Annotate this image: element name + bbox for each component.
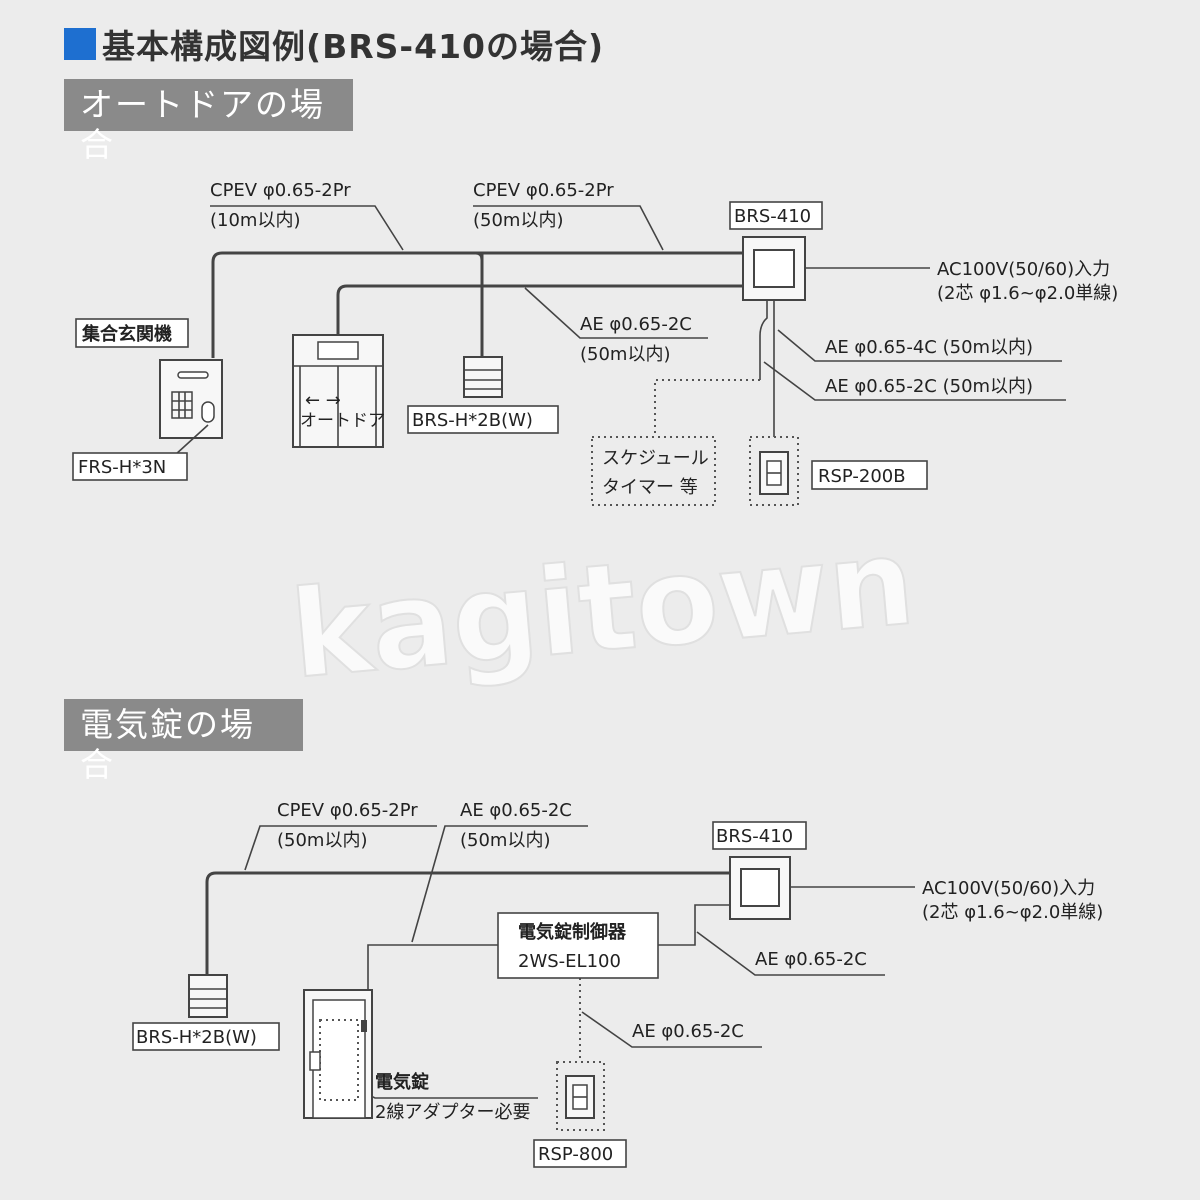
auto-door-diagram: BRS-410 集合玄関機 FRS-H*3N ← → オートドア BRS-H*2… [72,180,1118,506]
wire-cpev-lock [205,871,730,975]
frs-button [201,401,215,423]
lock-door-inner-dotted [319,1019,359,1101]
controller-box [497,912,659,979]
wire-ae-lock [367,944,498,990]
brs410-label-box [729,201,823,230]
ac-input-line1: AC100V(50/60)入力 [937,259,1110,280]
auto-door-arrows: ← → [305,390,341,411]
brs410-label: BRS-410 [734,206,811,227]
ae-mid-line2: (50m以内) [580,344,670,365]
auto-door-label: オートドア [300,411,385,431]
wire-schedule-riser [759,300,768,380]
door-handle-icon [361,1020,367,1032]
rsp800-outline [556,1061,605,1131]
leader-frs [174,424,209,456]
rsp800-label: RSP-800 [538,1144,613,1165]
cpev-left-line2: (10m以内) [210,210,300,231]
leader-ae-lock [411,825,460,943]
brs410-lock-label-box [712,821,807,850]
watermark: kagitown [286,513,920,706]
lock-door-panel [312,999,366,1119]
wire-cpev-top [211,251,745,358]
electric-lock-diagram: BRS-410 電気錠制御器 2WS-EL100 BRS-H*2B(W) RSP… [132,800,1103,1168]
brs-h-label-box [407,405,559,434]
ae-lock-top-line2: (50m以内) [460,830,550,851]
cpev-right-line1: CPEV φ0.65-2Pr [473,180,614,201]
wire-schedule-dotted [654,379,760,437]
leader-cpev-lock [244,825,277,871]
section-banner-electric-lock: 電気錠の場合 [64,699,303,784]
page-title-text: 基本構成図例(BRS-410の場合) [102,27,605,66]
cpev-right-line2: (50m以内) [473,210,563,231]
leader-ae-4c [777,329,1062,362]
ae-4c-label: AE φ0.65-4C (50m以内) [825,337,1033,358]
ae-2c-label: AE φ0.65-2C (50m以内) [825,376,1033,397]
brs-h-label: BRS-H*2B(W) [412,410,533,431]
frs-keypad-icon [171,391,193,419]
brs410-lock-device-face [740,868,780,907]
rsp200b-label-box [811,460,928,490]
page-title: 基本構成図例(BRS-410の場合) [64,20,604,68]
brs-h-lock-device [188,974,228,1018]
ac-input-line2: (2芯 φ1.6~φ2.0単線) [937,283,1118,304]
ae-lock-bottom-label: AE φ0.65-2C [632,1021,744,1042]
leader-ae-mid [524,287,708,339]
leader-ae-bottom [581,1011,762,1048]
auto-door-panels [293,365,383,447]
ae-mid-line1: AE φ0.65-2C [580,314,692,335]
wire-controller-brs [658,904,730,946]
auto-door-sensor [317,341,359,360]
leader-cpev-left [210,205,404,251]
controller-line1: 電気錠制御器 [518,921,627,943]
blue-square-icon [64,28,96,60]
cpev-lock-line1: CPEV φ0.65-2Pr [277,800,418,821]
cpev-lock-line2: (50m以内) [277,830,367,851]
lock-icon [309,1051,321,1071]
leader-cpev-right [473,205,664,251]
rsp800-label-box [533,1139,627,1168]
wire-junction [475,251,484,261]
controller-line2: 2WS-EL100 [518,951,621,972]
cpev-left-line1: CPEV φ0.65-2Pr [210,180,351,201]
frs-label: FRS-H*3N [78,457,166,478]
rsp200b-label: RSP-200B [818,466,906,487]
brs-h-lock-device-lines [189,988,227,1009]
schedule-line1: スケジュール [602,448,709,469]
section-banner-auto-door: オートドアの場合 [64,79,353,164]
entrance-unit-label-box [75,318,189,348]
ac-input-lock-line1: AC100V(50/60)入力 [922,878,1095,899]
schedule-line2: タイマー 等 [602,477,698,498]
wire-ae-door [336,284,745,335]
lock-line2: 2線アダプター必要 [375,1102,530,1123]
ac-input-lock-line2: (2芯 φ1.6~φ2.0単線) [922,902,1103,923]
frs-keypad-grid [172,392,192,418]
rsp200b-outline [749,436,799,506]
leader-ae-right [696,931,885,976]
entrance-unit-label: 集合玄関機 [81,323,172,345]
brs-h-lock-label: BRS-H*2B(W) [136,1027,257,1048]
ae-lock-right-label: AE φ0.65-2C [755,949,867,970]
brs410-device-face [753,249,795,288]
brs-h-lock-label-box [132,1022,280,1051]
lock-line1: 電気錠 [375,1071,429,1093]
brs-h-device [463,356,503,398]
ae-lock-top-line1: AE φ0.65-2C [460,800,572,821]
frs-label-box [72,452,188,481]
leader-ae-2c [763,361,1066,401]
brs410-lock-label: BRS-410 [716,826,793,847]
schedule-timer-box [591,436,716,506]
frs-speaker [177,371,209,379]
brs-h-device-lines [464,369,502,390]
